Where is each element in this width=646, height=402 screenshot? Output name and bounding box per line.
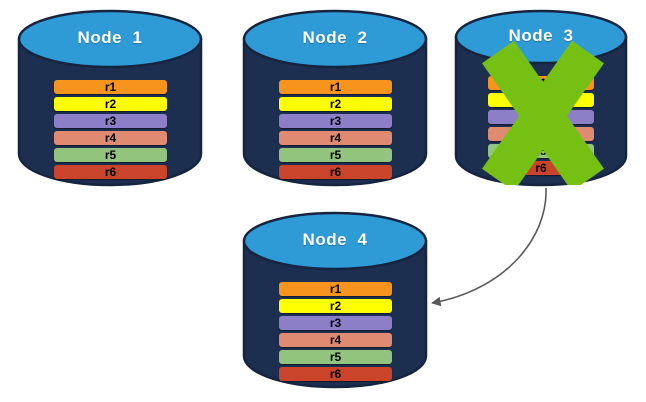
row-bar-r1[interactable]: r1	[488, 76, 594, 90]
row-bar-r4[interactable]: r4	[54, 131, 167, 145]
row-bar-r2[interactable]: r2	[488, 93, 594, 107]
row-bar-r1[interactable]: r1	[279, 80, 392, 94]
row-bar-r1[interactable]: r1	[54, 80, 167, 94]
row-bar-r3[interactable]: r3	[488, 110, 594, 124]
cylinder-top-disc	[242, 211, 428, 271]
row-bar-r2[interactable]: r2	[279, 299, 392, 313]
row-bar-r4[interactable]: r4	[488, 127, 594, 141]
cylinder-top-disc	[454, 9, 628, 65]
row-bar-r5[interactable]: r5	[279, 350, 392, 364]
row-bar-r3[interactable]: r3	[54, 114, 167, 128]
row-bar-r3[interactable]: r3	[279, 114, 392, 128]
row-bar-r2[interactable]: r2	[54, 97, 167, 111]
row-bar-r6[interactable]: r6	[54, 165, 167, 179]
node-1-rows: r1 r2 r3 r4 r5 r6	[54, 80, 167, 179]
row-bar-r4[interactable]: r4	[279, 131, 392, 145]
node-3-rows: r1 r2 r3 r4 r5 r6	[488, 76, 594, 175]
row-bar-r5[interactable]: r5	[279, 148, 392, 162]
row-bar-r5[interactable]: r5	[54, 148, 167, 162]
row-bar-r5[interactable]: r5	[488, 144, 594, 158]
node-4-rows: r1 r2 r3 r4 r5 r6	[279, 282, 392, 381]
row-bar-r4[interactable]: r4	[279, 333, 392, 347]
node-2-rows: r1 r2 r3 r4 r5 r6	[279, 80, 392, 179]
row-bar-r2[interactable]: r2	[279, 97, 392, 111]
row-bar-r6[interactable]: r6	[279, 367, 392, 381]
row-bar-r6[interactable]: r6	[488, 161, 594, 175]
cylinder-top-disc	[17, 9, 203, 69]
row-bar-r3[interactable]: r3	[279, 316, 392, 330]
row-bar-r1[interactable]: r1	[279, 282, 392, 296]
row-bar-r6[interactable]: r6	[279, 165, 392, 179]
cylinder-top-disc	[242, 9, 428, 69]
